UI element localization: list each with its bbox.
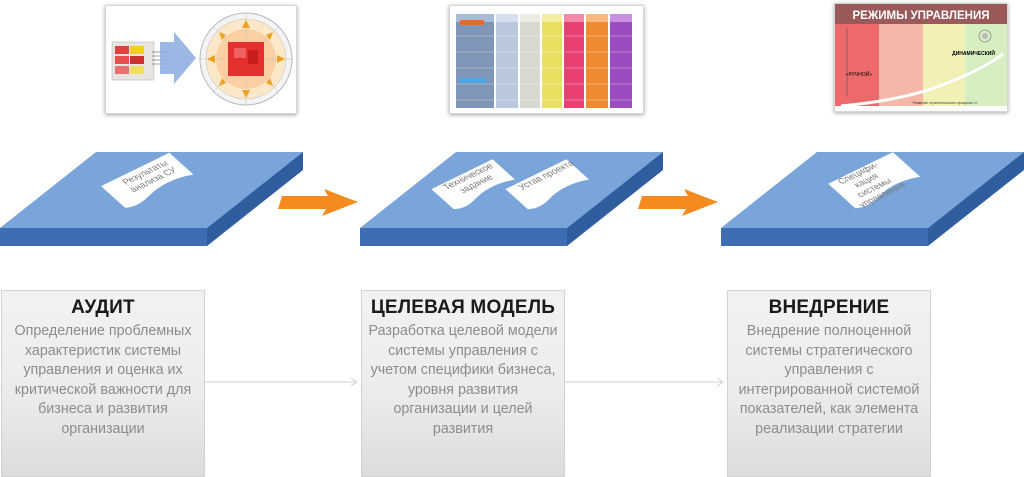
- implementation-title: ВНЕДРЕНИЕ: [768, 297, 890, 318]
- modes-footer: Развитие стратегического процесса »»: [913, 101, 978, 105]
- target-model-platform: [360, 152, 663, 246]
- audit-platform: [0, 152, 303, 246]
- audit-thumbnail: [105, 5, 297, 114]
- modes-header: РЕЖИМЫ УПРАВЛЕНИЯ: [852, 10, 989, 22]
- audit-description: Определение проблемных характеристик сис…: [14, 323, 192, 437]
- modes-dynamic-label: ДИНАМИЧЕСКИЙ: [952, 49, 995, 57]
- target-model-description: Разработка целевой модели системы управл…: [368, 323, 558, 437]
- modes-manual-label: «РУЧНОЙ»: [846, 70, 873, 78]
- connector-1: [205, 377, 358, 387]
- implementation-card: ВНЕДРЕНИЕ Внедрение полноценной системы …: [727, 290, 931, 477]
- audit-title: АУДИТ: [71, 297, 135, 318]
- target-model-thumbnail: [449, 5, 644, 114]
- implementation-description: Внедрение полноценной системы стратегиче…: [738, 323, 920, 437]
- audit-card: АУДИТ Определение проблемных характерист…: [1, 290, 205, 477]
- management-modes-thumbnail: РЕЖИМЫ УПРАВЛЕНИЯ «РУЧНОЙ» ДИНАМИЧЕСКИЙ …: [834, 3, 1008, 112]
- implementation-platform: [721, 152, 1024, 246]
- target-model-title: ЦЕЛЕВАЯ МОДЕЛЬ: [370, 297, 556, 318]
- stage-arrow-2: [638, 189, 718, 216]
- stage-arrow-1: [278, 189, 358, 216]
- connector-2: [565, 377, 724, 387]
- target-model-card: ЦЕЛЕВАЯ МОДЕЛЬ Разработка целевой модели…: [361, 290, 565, 477]
